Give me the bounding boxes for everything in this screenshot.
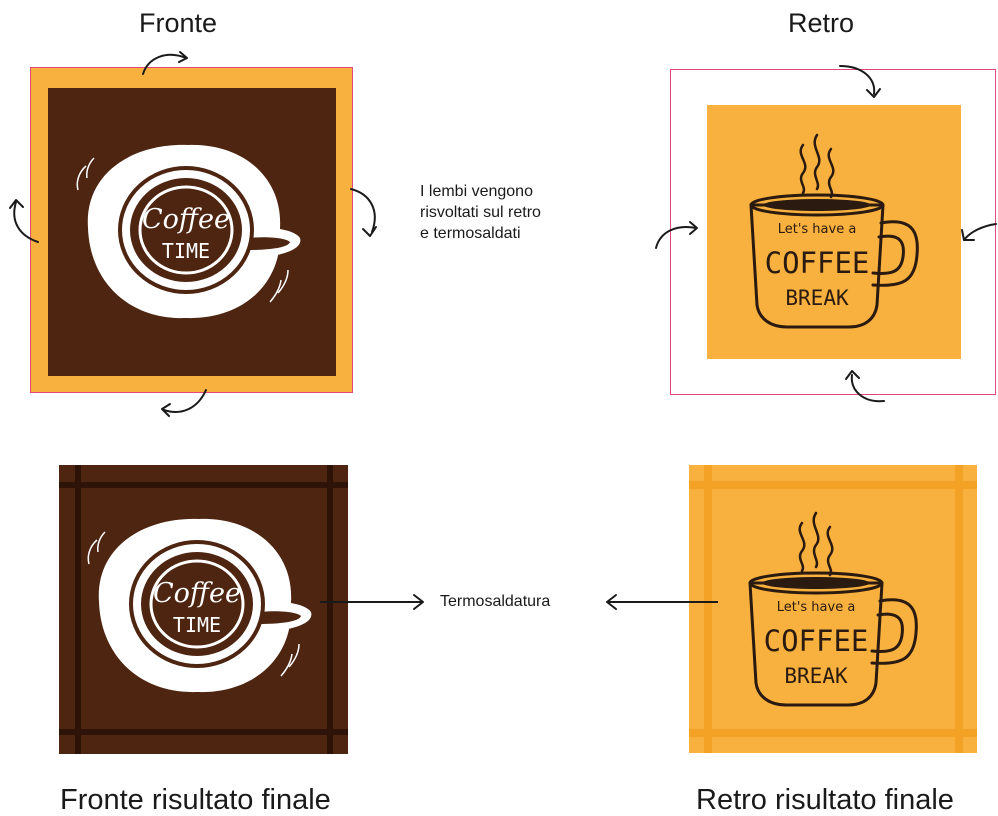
fold-arrow-icon	[161, 389, 207, 417]
back-result-title: Retro risultato finale	[696, 784, 954, 816]
back-title: Retro	[788, 8, 855, 38]
front-final-logo: Coffee TIME	[59, 462, 347, 750]
fold-arrow-icon	[350, 188, 377, 237]
back-coffee-mug: Let's have a COFFEE BREAK	[707, 105, 961, 359]
fold-note: I lembi vengono risvoltati sul retro e t…	[420, 181, 541, 244]
arrow-left-icon	[606, 594, 718, 610]
fold-arrow-icon	[655, 221, 698, 249]
fold-arrow-icon	[845, 370, 885, 403]
back-logo-line-3: BREAK	[785, 286, 849, 310]
front-title: Fronte	[139, 8, 218, 38]
front-final-logo-line-1: Coffee	[153, 578, 241, 609]
fold-arrow-icon	[9, 199, 39, 243]
fold-note-line-2: risvoltati sul retro	[420, 204, 541, 221]
front-logo-line-2: TIME	[162, 239, 210, 263]
fold-note-line-3: e termosaldati	[420, 225, 521, 242]
fold-arrow-icon	[142, 51, 188, 75]
front-logo-line-1: Coffee	[142, 204, 230, 235]
front-final-logo-line-2: TIME	[173, 613, 221, 637]
front-result-title: Fronte risultato finale	[60, 784, 331, 816]
front-coffee-logo: Coffee TIME	[48, 88, 336, 376]
fold-arrow-icon	[961, 223, 997, 241]
front-flat-sheet	[30, 67, 353, 393]
back-final-result	[689, 465, 977, 753]
back-final-logo-line-1: Let's have a	[777, 600, 856, 615]
back-logo-line-2: COFFEE	[765, 246, 870, 280]
back-final-logo-line-2: COFFEE	[764, 624, 869, 658]
back-logo-line-1: Let's have a	[778, 222, 857, 237]
back-final-mug: Let's have a COFFEE BREAK	[706, 483, 960, 737]
back-flat-sheet	[670, 69, 996, 395]
back-final-logo-line-3: BREAK	[784, 664, 848, 688]
fold-arrow-icon	[839, 65, 881, 98]
arrow-right-icon	[320, 594, 424, 610]
seal-label: Termosaldatura	[440, 593, 551, 610]
fold-note-line-1: I lembi vengono	[420, 183, 533, 200]
